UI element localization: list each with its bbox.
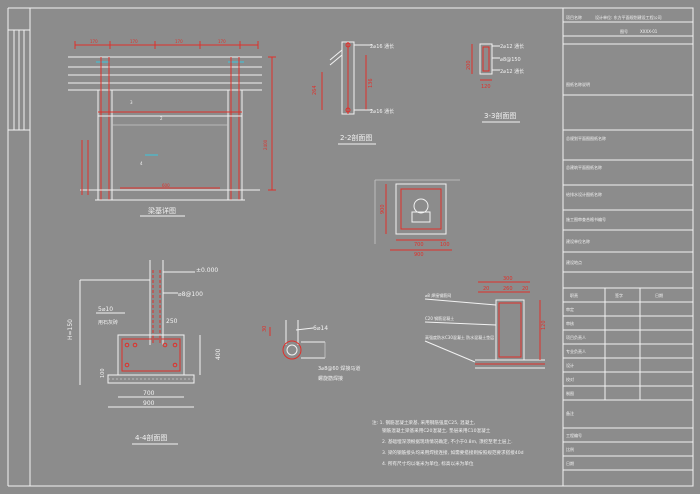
tb-sign-header: 职责 <box>570 292 578 298</box>
note-1b: 钢筋混凝土梁基采用C20混凝土, 垫层采用C10混凝土 <box>382 427 491 434</box>
plan-dim-700: 700 <box>414 242 424 248</box>
s44-dim-900: 900 <box>143 400 155 407</box>
tb-project-label: 项目名称 <box>566 14 582 20</box>
tb-drawing-no-label: 图号 <box>620 28 628 34</box>
section-2-2: 264 136 2⌀16 通长 2⌀16 通长 2-2剖面图 <box>312 41 394 145</box>
tb-sign-row: 审核 <box>566 320 574 326</box>
tb-sign-header: 签字 <box>615 292 623 298</box>
tb-row: 施工图审查合格书编号 <box>566 216 606 222</box>
pile-label: C20 钢筋混凝土 <box>425 315 454 321</box>
title-block: 项目名称 设计单位: 东方平面规划建设工程公司 图号 XXXX-01 图纸名称说… <box>562 7 694 487</box>
elevation-view: 170 170 170 170 <box>68 39 276 217</box>
s22-dim-264: 264 <box>312 85 318 95</box>
s44-elevation-mark: ±0.000 <box>196 267 218 274</box>
section-4-4: ±0.000 ⌀8@100 H=150 5⌀10 用石灰砖 250 400 10… <box>67 260 222 445</box>
elev-dim-label: 170 <box>90 39 98 44</box>
section-3-3: 200 120 2⌀12 通长 ⌀8@150 2⌀12 通长 3-3剖面图 <box>466 43 524 123</box>
tb-sign-row: 制图 <box>566 390 574 396</box>
s22-rebar-bottom: 2⌀16 通长 <box>370 108 394 115</box>
pile-label: ⌀8 焊接钢筋网 <box>425 292 451 298</box>
binding-margin <box>8 29 30 131</box>
s22-rebar-top: 2⌀16 通长 <box>370 43 394 50</box>
tb-sign-header: 日期 <box>655 292 663 298</box>
note-2: 2. 基础埋深须根据现场情况确定, 不小于0.8m, 须挖至老土层上. <box>382 438 513 445</box>
ring-rebar: 6⌀14 <box>313 325 328 332</box>
tb-row: 总建筑平面图纸名称 <box>566 164 602 170</box>
plan-dim-900: 900 <box>414 252 424 258</box>
pile-dim-120: 120 <box>541 320 547 330</box>
svg-text:100: 100 <box>440 242 450 248</box>
pile-dim-mid: 20 <box>483 286 489 292</box>
elev-caption: 梁基详图 <box>148 206 176 215</box>
tb-bottom-row: 工程编号 <box>566 432 582 438</box>
tb-drawing-no: XXXX-01 <box>640 29 658 34</box>
elev-height-dim: 2400 <box>263 139 268 150</box>
note-3: 3. 梁的钢筋接头均采用焊接连接, 如需要搭接则按照规范要求搭接40d <box>382 449 524 456</box>
s44-bar-5: 5⌀10 <box>98 306 113 313</box>
sheet-border <box>29 7 694 487</box>
s33-rebar-bottom: 2⌀12 通长 <box>500 68 524 75</box>
svg-text:4: 4 <box>140 161 143 166</box>
s44-dim-100: 100 <box>100 368 106 378</box>
tb-bottom-row: 备注 <box>566 410 574 416</box>
s44-dim-250: 250 <box>166 318 178 325</box>
s44-dim-h: H=150 <box>67 319 74 340</box>
pile-cap-detail: 300 20 260 20 ⌀8 焊接钢筋网 C20 钢筋混凝土 高强度防水C3… <box>424 276 547 369</box>
general-notes: 注: 1. 钢筋混凝土梁基, 采用钢筋强度C25, 混凝土, 钢筋混凝土梁基采用… <box>372 419 524 467</box>
svg-text:30: 30 <box>262 326 268 332</box>
s44-caption: 4-4剖面图 <box>135 433 167 442</box>
plan-dim-side: 900 <box>380 204 386 214</box>
tb-sign-row: 审定 <box>566 306 574 312</box>
note-1: 注: 1. 钢筋混凝土梁基, 采用钢筋强度C25, 混凝土, <box>372 419 476 426</box>
s33-stirrup: ⌀8@150 <box>500 57 521 63</box>
tb-sign-row: 校对 <box>566 376 574 382</box>
ring-detail: 6⌀14 30 3⌀8@60 焊接马道 螺旋筋焊接 <box>262 320 360 382</box>
s33-caption: 3-3剖面图 <box>484 111 516 120</box>
pile-dim-top: 300 <box>503 276 513 282</box>
tb-design-unit: 设计单位: 东方平面规划建设工程公司 <box>595 14 662 20</box>
tb-bottom-row: 比例 <box>566 446 574 452</box>
tb-row: 建设单位名称 <box>566 238 590 244</box>
s44-dim-700: 700 <box>143 390 155 397</box>
s33-dim-120: 120 <box>481 84 491 90</box>
plan-box-view: 700 900 100 900 <box>374 179 460 258</box>
elev-dim-label: 170 <box>218 39 226 44</box>
s44-dim-400: 400 <box>215 348 222 360</box>
s44-note-left: 用石灰砖 <box>98 319 118 326</box>
tb-bottom-row: 日期 <box>566 460 574 466</box>
pile-label: 高强度防水C30混凝土 防水混凝土垫层 <box>425 334 494 340</box>
tb-sign-row: 设计 <box>566 362 574 368</box>
tb-sign-row: 项目负责人 <box>566 334 586 340</box>
elev-width-dim: 600 <box>162 183 170 188</box>
svg-text:2: 2 <box>160 116 163 121</box>
tb-row: 建设地点 <box>566 259 582 265</box>
ring-spiral2: 螺旋筋焊接 <box>318 375 343 382</box>
ring-spiral: 3⌀8@60 焊接马道 <box>318 365 360 372</box>
tb-row: 总规划平面图图纸名称 <box>566 135 606 141</box>
elev-dim-label: 170 <box>175 39 183 44</box>
s22-caption: 2-2剖面图 <box>340 133 372 142</box>
s22-dim-136: 136 <box>368 78 374 88</box>
tb-sign-row: 专业负责人 <box>566 348 586 354</box>
s33-dim-200: 200 <box>466 60 472 70</box>
pile-dim-mid: 260 <box>503 286 513 292</box>
s44-stirrup: ⌀8@100 <box>178 291 203 298</box>
tb-row: 图纸名称说明 <box>566 81 590 87</box>
pile-dim-mid: 20 <box>522 286 528 292</box>
elev-dim-label: 170 <box>130 39 138 44</box>
tb-row: 给排水设计图纸名称 <box>566 191 602 197</box>
s33-rebar-top: 2⌀12 通长 <box>500 43 524 50</box>
note-4: 4. 所有尺寸均以毫米为单位, 标高以米为单位 <box>382 460 474 467</box>
svg-text:3: 3 <box>130 100 133 105</box>
